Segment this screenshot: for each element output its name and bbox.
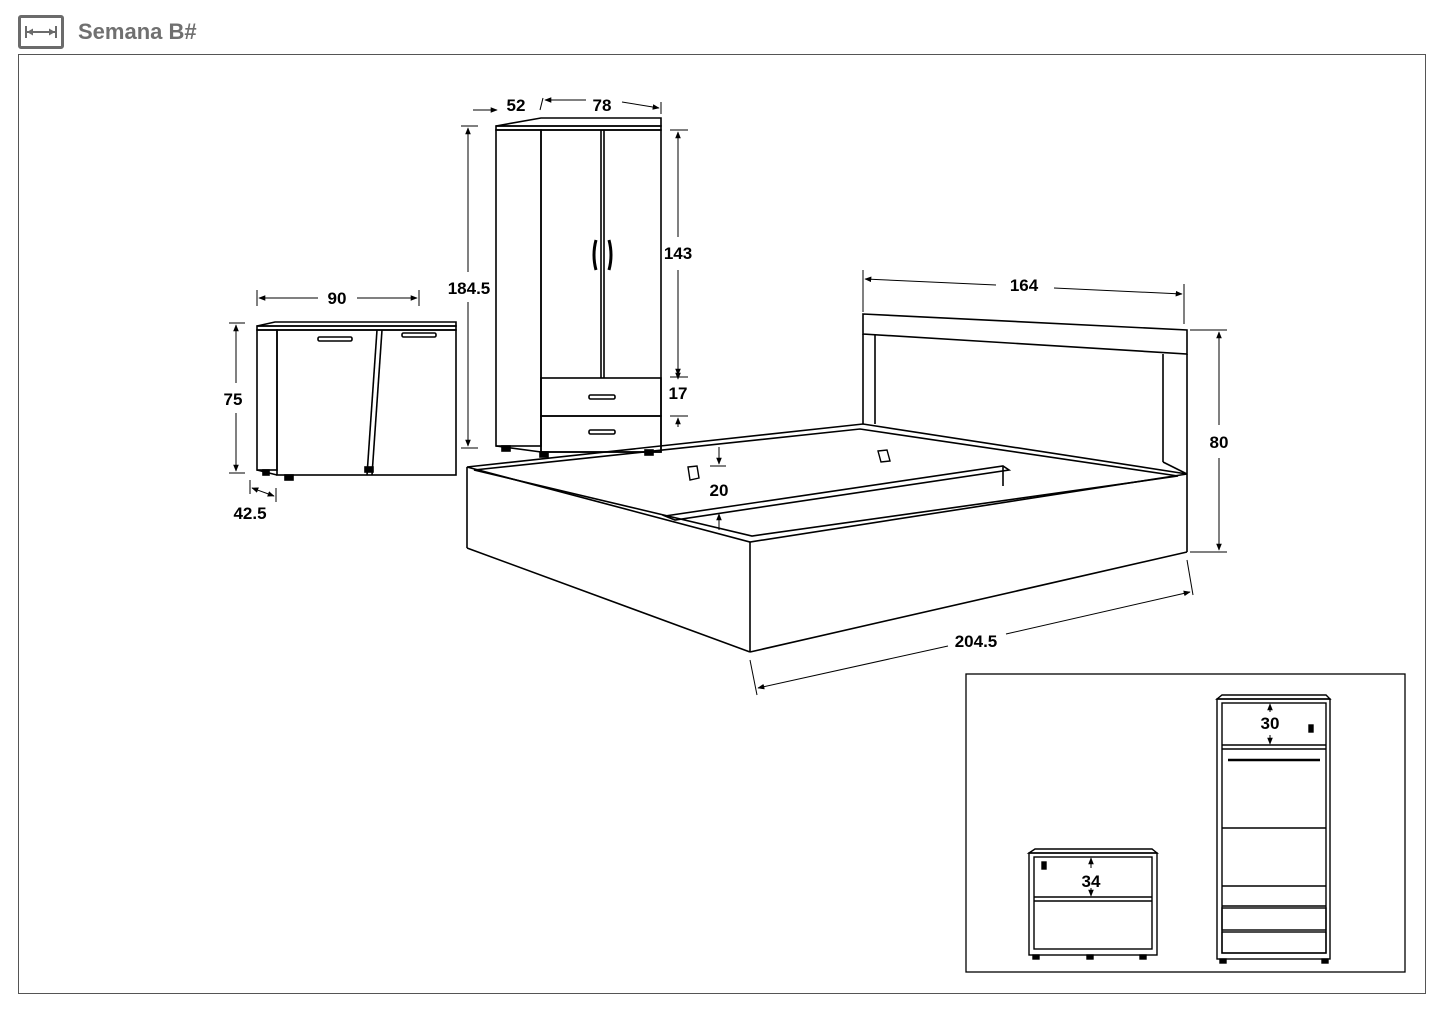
bed-headboard-height-label: 80 xyxy=(1210,433,1229,452)
wardrobe-width-label: 78 xyxy=(593,96,612,115)
wardrobe-depth-label: 52 xyxy=(507,96,526,115)
wardrobe-door-height-label: 143 xyxy=(664,244,692,263)
dresser-depth-label: 42.5 xyxy=(233,504,266,523)
wardrobe-interior-drawing xyxy=(1215,694,1332,964)
wardrobe-drawer-height-label: 17 xyxy=(669,384,688,403)
bed-dimension-lines xyxy=(710,270,1227,696)
bed-slat-height-label: 20 xyxy=(710,481,729,500)
dresser-interior-drawing xyxy=(1026,848,1159,960)
interior-inset-frame xyxy=(965,673,1406,973)
wardrobe-dimension-lines xyxy=(461,97,688,449)
page-header: Semana B# xyxy=(18,12,197,52)
wardrobe-interior-top-label: 30 xyxy=(1261,714,1280,733)
bed-length-label: 204.5 xyxy=(955,632,998,651)
wardrobe-drawing xyxy=(495,117,662,458)
dresser-dimension-lines xyxy=(229,290,420,502)
dresser-height-label: 75 xyxy=(224,390,243,409)
page-title: Semana B# xyxy=(78,19,197,44)
bed-width-label: 164 xyxy=(1010,276,1039,295)
bed-drawing xyxy=(466,313,1188,653)
dresser-interior-height-label: 34 xyxy=(1082,872,1101,891)
dresser-drawing xyxy=(256,321,457,481)
dimension-arrow-icon xyxy=(18,15,64,49)
dresser-width-label: 90 xyxy=(328,289,347,308)
wardrobe-height-label: 184.5 xyxy=(448,279,491,298)
drawing-frame xyxy=(18,54,1426,994)
